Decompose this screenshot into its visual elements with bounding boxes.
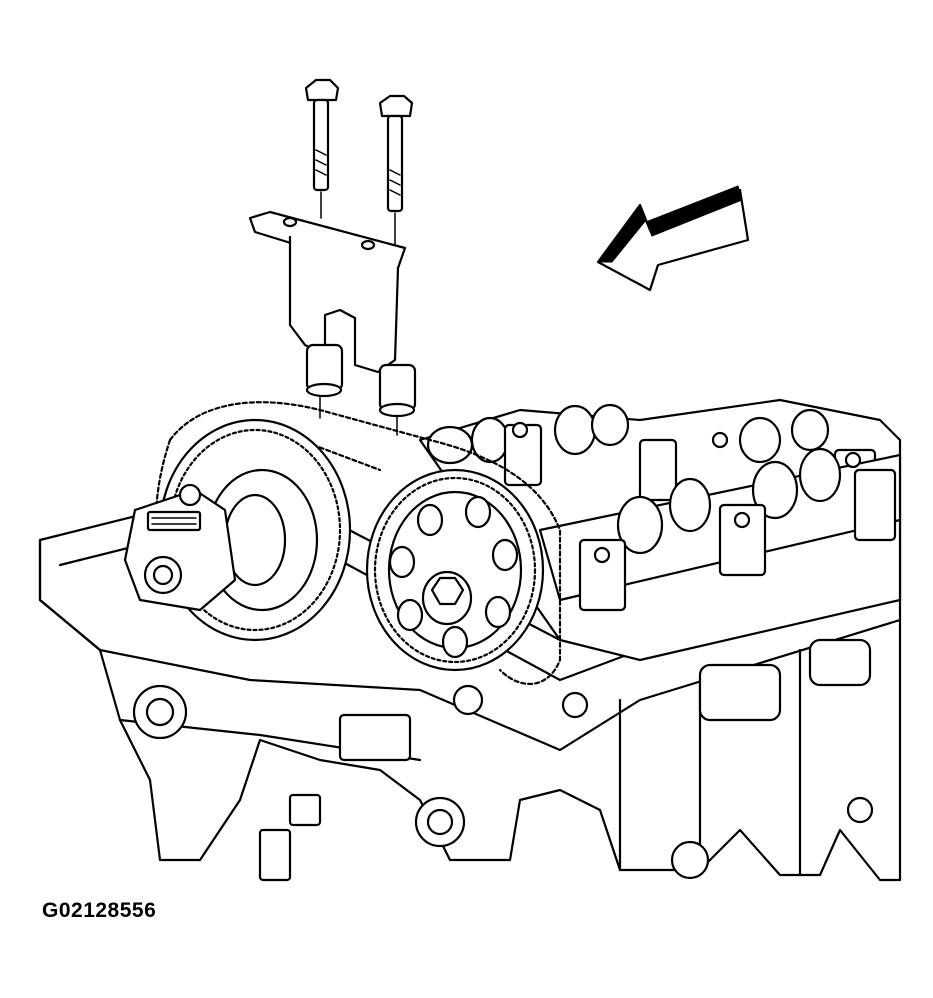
arrow-icon xyxy=(596,185,750,292)
bolt-right xyxy=(378,94,414,246)
camshaft-holding-tool xyxy=(248,210,417,436)
bolt-left xyxy=(304,78,340,219)
cam-phaser xyxy=(123,483,237,612)
figure-id-label: G02128556 xyxy=(42,899,157,922)
camshaft-sprocket-center xyxy=(365,468,545,672)
